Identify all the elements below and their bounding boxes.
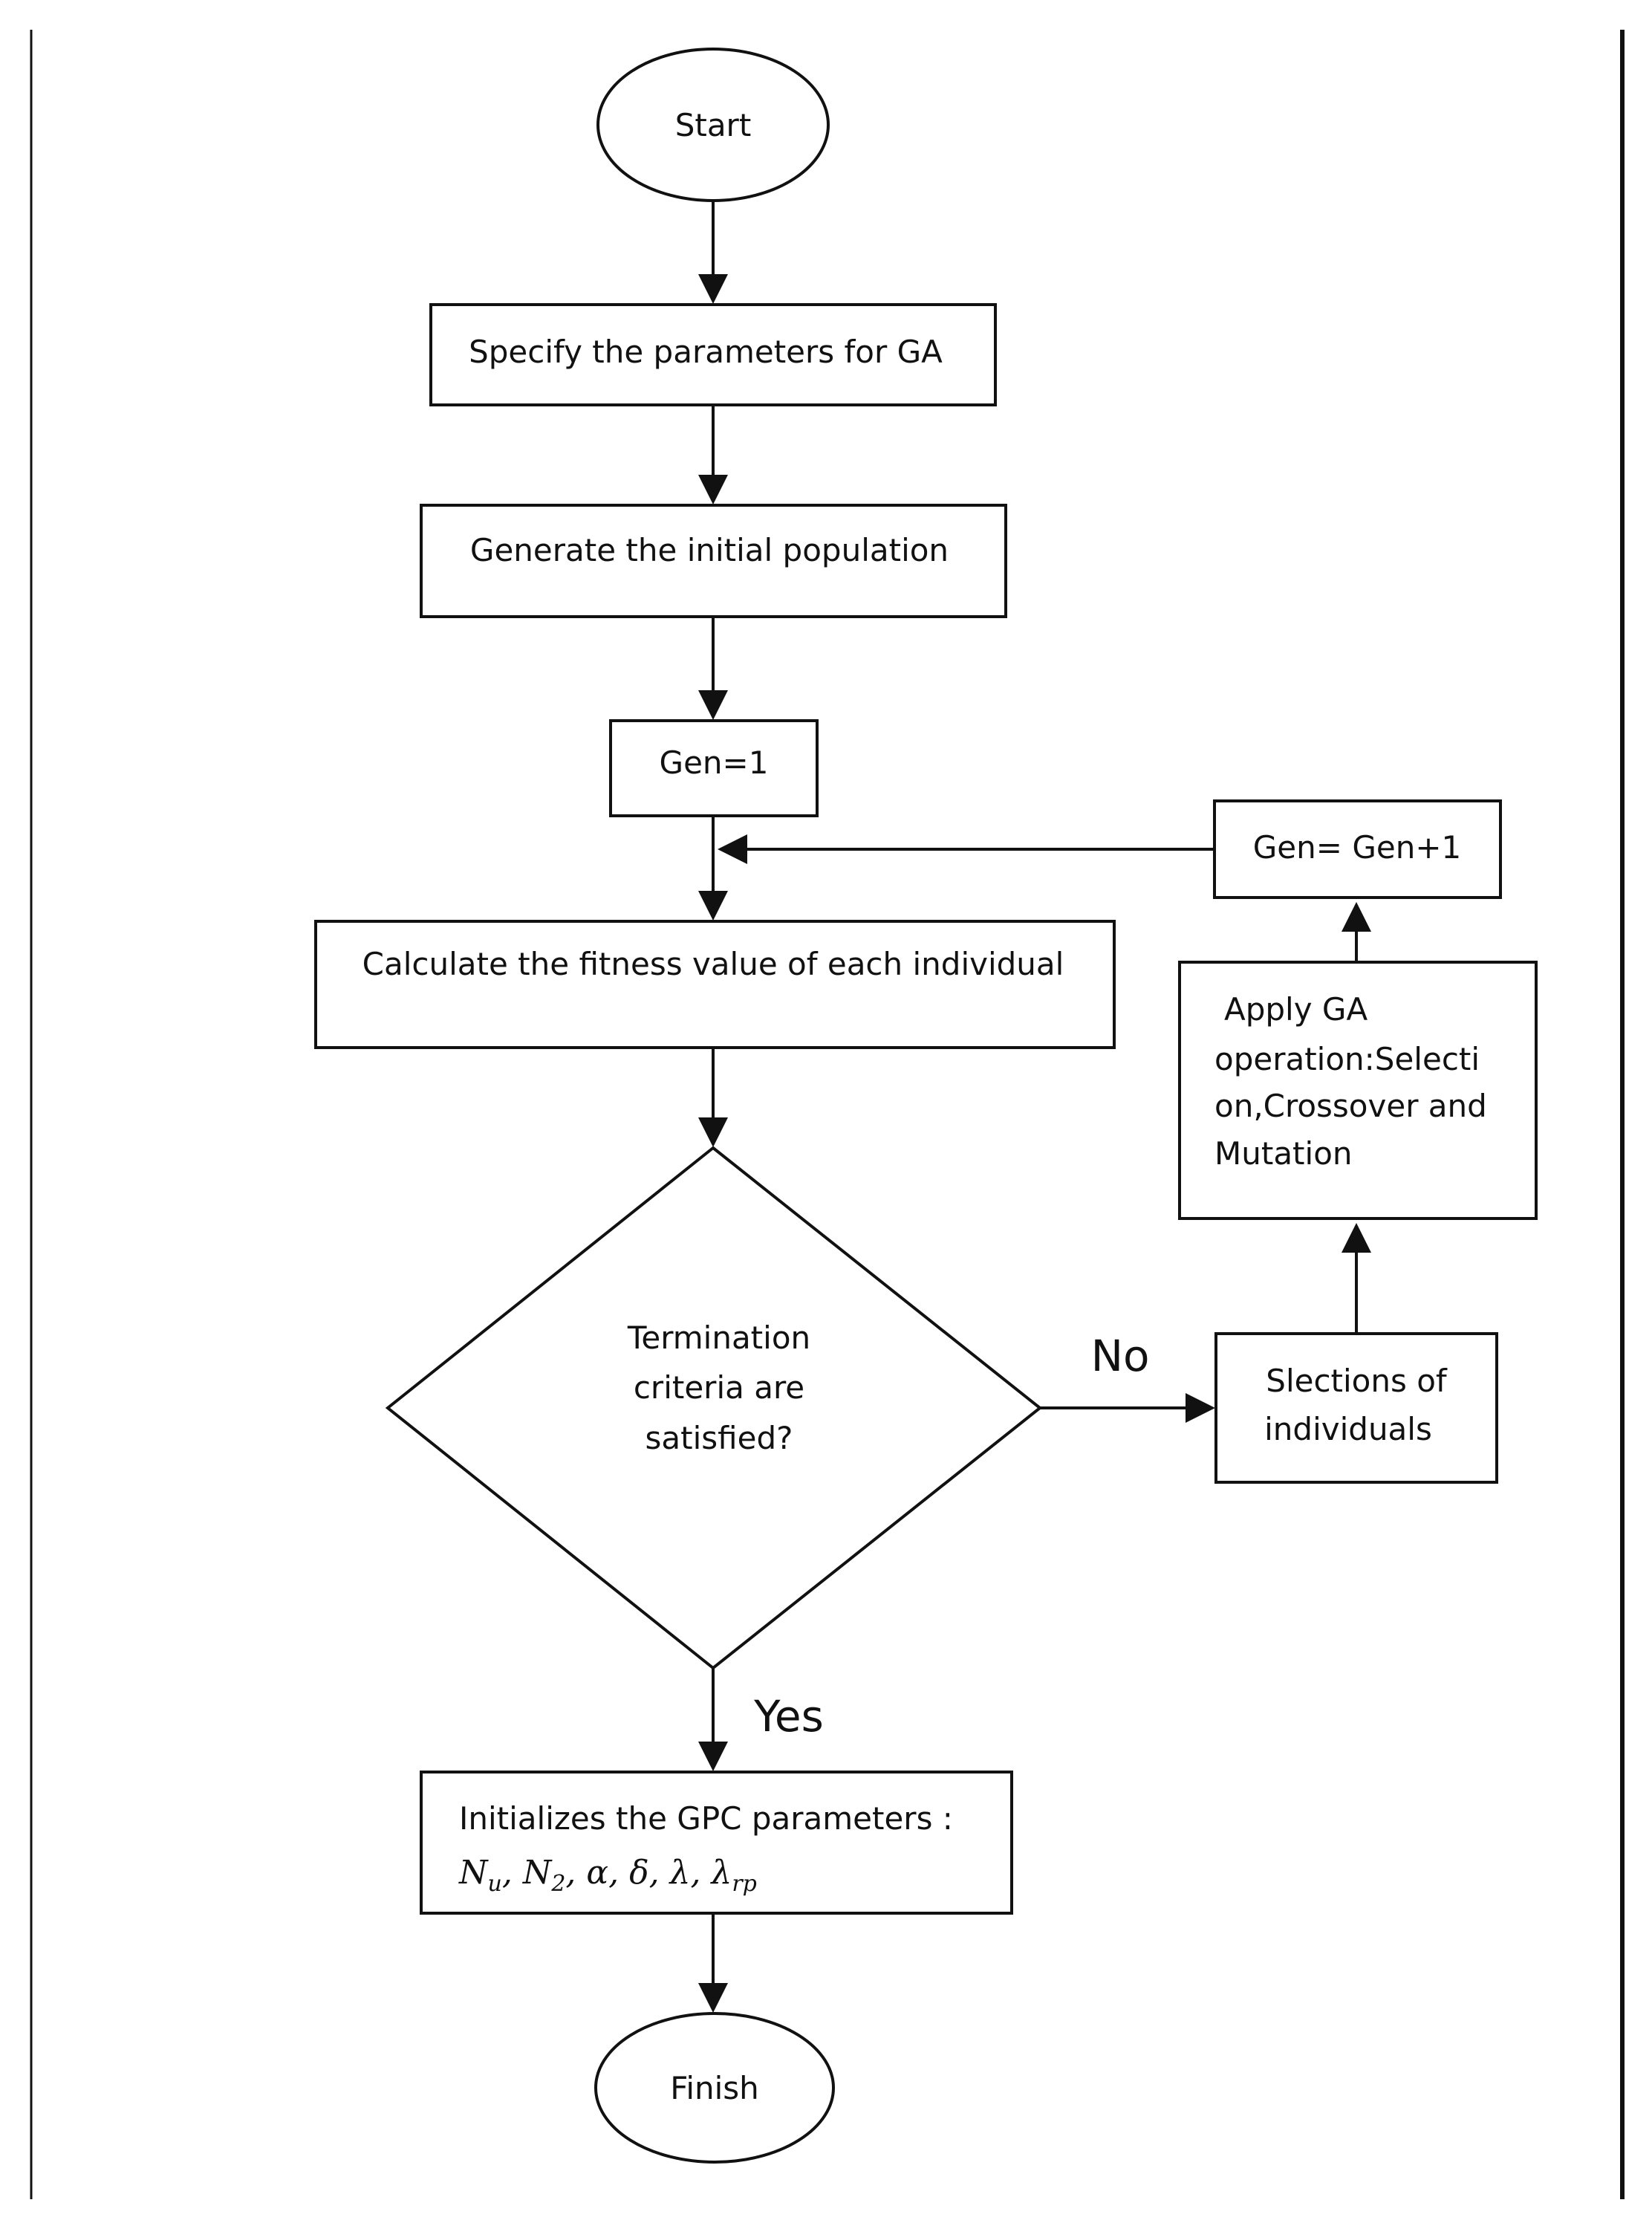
decision-line-1: Termination (627, 1320, 810, 1356)
apply-ga-node: Apply GA operation:Selecti on,Crossover … (1178, 961, 1538, 1220)
start-node: Start (596, 48, 830, 202)
apply-ga-line-1: Apply GA (1224, 991, 1368, 1028)
gen-init-node: Gen=1 (609, 719, 819, 817)
selections-node: Slections of individuals (1214, 1332, 1498, 1484)
decision-line-3: satisfied? (645, 1420, 793, 1456)
apply-ga-line-2: operation:Selecti (1214, 1041, 1480, 1077)
yes-label: Yes (753, 1691, 824, 1742)
specify-params-node: Specify the parameters for GA (429, 303, 997, 406)
selections-line-2: individuals (1264, 1411, 1432, 1447)
specify-params-label: Specify the parameters for GA (469, 334, 943, 370)
selections-line-1: Slections of (1266, 1363, 1448, 1399)
fitness-label: Calculate the fitness value of each indi… (362, 946, 1064, 982)
fitness-node: Calculate the fitness value of each indi… (314, 920, 1116, 1049)
termination-decision-node: Termination criteria are satisfied? (385, 1146, 1043, 1670)
start-label: Start (675, 107, 752, 143)
gen-increment-label: Gen= Gen+1 (1253, 829, 1461, 866)
apply-ga-line-4: Mutation (1214, 1135, 1353, 1172)
gen-increment-node: Gen= Gen+1 (1213, 799, 1502, 899)
initializes-node: Initializes the GPC parameters : Nu, N2,… (420, 1771, 1013, 1915)
finish-node: Finish (594, 2012, 835, 2164)
apply-ga-line-3: on,Crossover and (1214, 1088, 1487, 1124)
gpc-parameters-formula: Nu, N2, α, δ, λ, λrp (458, 1854, 757, 1897)
generate-population-node: Generate the initial population (420, 504, 1007, 618)
initializes-label: Initializes the GPC parameters : (459, 1800, 953, 1837)
gen-init-label: Gen=1 (660, 744, 769, 781)
generate-population-label: Generate the initial population (470, 532, 949, 568)
decision-line-2: criteria are (634, 1369, 804, 1406)
no-label: No (1091, 1331, 1150, 1381)
finish-label: Finish (670, 2070, 759, 2106)
